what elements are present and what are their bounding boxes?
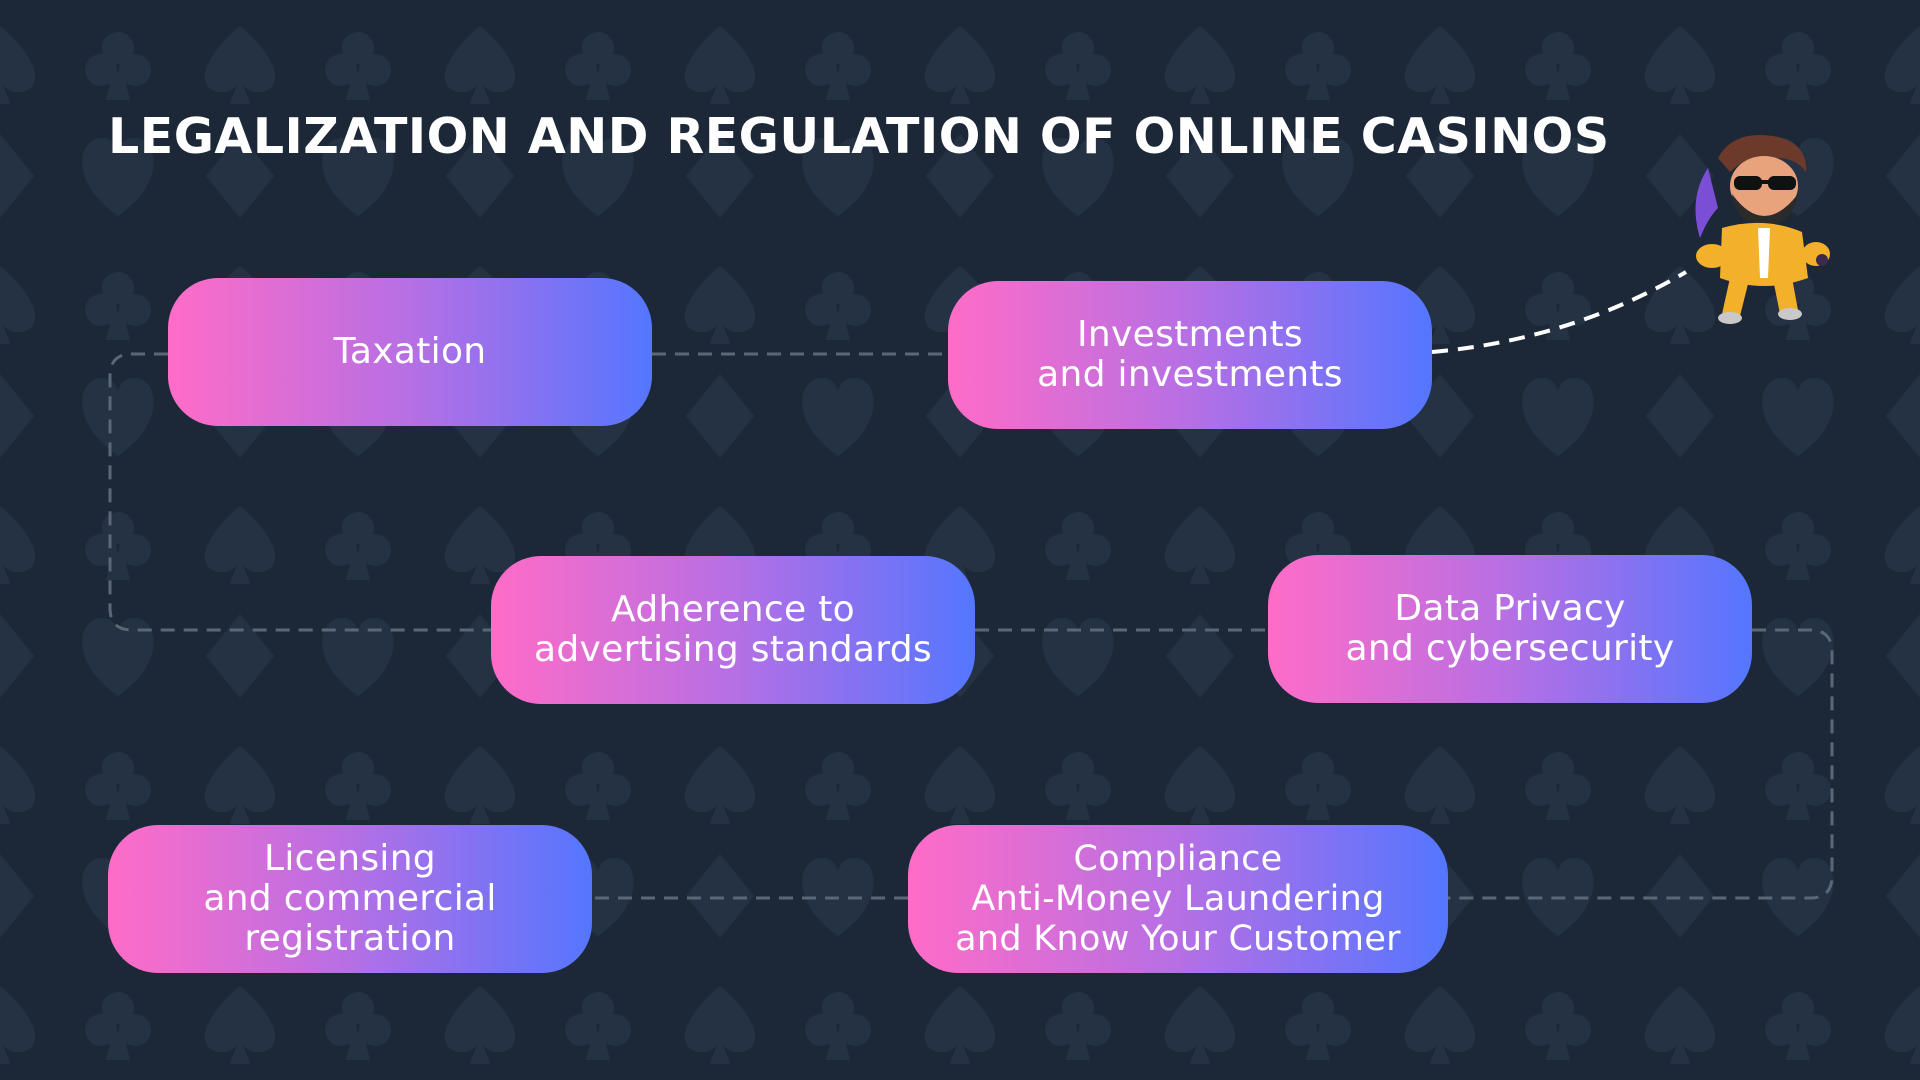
node-licensing: Licensing and commercial registration <box>108 825 592 973</box>
node-taxation: Taxation <box>168 278 652 426</box>
connector-investments-mascot <box>1431 270 1688 354</box>
bearded-mascot-icon <box>1695 134 1830 324</box>
node-compliance: Compliance Anti-Money Laundering and Kno… <box>908 825 1448 973</box>
node-advertising-label: Adherence to advertising standards <box>534 589 932 670</box>
node-investments: Investments and investments <box>948 281 1432 429</box>
connector-taxation-advertising <box>108 352 491 632</box>
node-taxation-label: Taxation <box>333 331 487 372</box>
node-investments-label: Investments and investments <box>1037 314 1343 395</box>
page-title: LEGALIZATION AND REGULATION OF ONLINE CA… <box>108 108 1610 165</box>
node-privacy: Data Privacy and cybersecurity <box>1268 555 1752 703</box>
node-advertising: Adherence to advertising standards <box>491 556 975 704</box>
node-compliance-label: Compliance Anti-Money Laundering and Kno… <box>955 839 1401 959</box>
node-licensing-label: Licensing and commercial registration <box>203 838 497 959</box>
node-privacy-label: Data Privacy and cybersecurity <box>1345 588 1675 669</box>
